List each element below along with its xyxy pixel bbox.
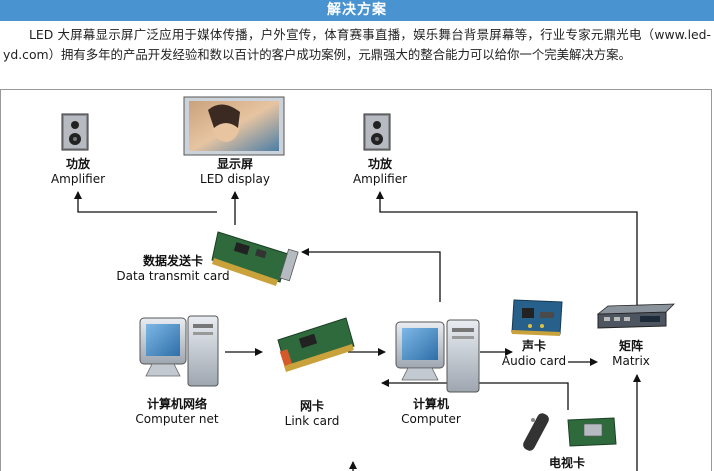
speaker-left-icon (61, 113, 89, 151)
link-card-en: Link card (284, 414, 340, 428)
tv-card-label: 电视卡 (532, 456, 602, 471)
matrix-label: 矩阵 Matrix (598, 339, 664, 369)
data-transmit-card-en: Data transmit card (116, 269, 230, 283)
led-display-cn: 显示屏 (216, 157, 253, 171)
line-tv-to-computer (381, 379, 569, 410)
amplifier-right-label: 功放 Amplifier (342, 157, 418, 187)
audio-card-icon (511, 299, 563, 336)
amplifier-left-label: 功放 Amplifier (40, 157, 116, 187)
connections (74, 191, 641, 471)
section-title: 解决方案 (0, 0, 714, 21)
computer-cn: 计算机 (412, 397, 449, 411)
line-sender-to-amp-left (74, 191, 217, 213)
matrix-icon (596, 303, 675, 329)
computer-net-label: 计算机网络 Computer net (122, 397, 232, 427)
diagram-frame (0, 89, 712, 471)
link-card-icon (277, 317, 355, 372)
tv-card-cn: 电视卡 (548, 456, 585, 470)
amplifier-right-en: Amplifier (352, 172, 408, 186)
computer-en: Computer (401, 412, 461, 426)
matrix-cn: 矩阵 (618, 339, 643, 353)
link-card-label: 网卡 Link card (272, 399, 352, 429)
tv-card-icon (523, 413, 617, 451)
matrix-en: Matrix (612, 354, 650, 368)
computer-net-cn: 计算机网络 (146, 397, 207, 411)
data-transmit-card-cn: 数据发送卡 (142, 254, 203, 268)
link-card-cn: 网卡 (299, 399, 324, 413)
computer-net-en: Computer net (135, 412, 219, 426)
data-transmit-card-icon (211, 231, 299, 286)
led-display-en: LED display (200, 172, 270, 186)
led-display-label: 显示屏 LED display (185, 157, 285, 187)
computer-icon (395, 319, 480, 393)
audio-card-label: 声卡 Audio card (494, 339, 574, 369)
amplifier-right-cn: 功放 (367, 157, 392, 171)
speaker-right-icon (363, 113, 391, 151)
computer-label: 计算机 Computer (388, 397, 474, 427)
amplifier-left-cn: 功放 (65, 157, 90, 171)
led-display-icon (183, 96, 285, 156)
intro-paragraph: LED 大屏幕显示屏广泛应用于媒体传播，户外宣传，体育赛事直播，娱乐舞台背景屏幕… (0, 22, 714, 68)
computer-net-icon (139, 315, 219, 387)
amplifier-left-en: Amplifier (50, 172, 106, 186)
line-computer-to-sender (301, 248, 441, 302)
audio-card-en: Audio card (501, 354, 567, 368)
intro-text: LED 大屏幕显示屏广泛应用于媒体传播，户外宣传，体育赛事直播，娱乐舞台背景屏幕… (3, 27, 711, 62)
audio-card-cn: 声卡 (521, 339, 546, 353)
line-matrix-to-amp-right (376, 191, 638, 305)
data-transmit-card-label: 数据发送卡 Data transmit card (108, 254, 238, 284)
